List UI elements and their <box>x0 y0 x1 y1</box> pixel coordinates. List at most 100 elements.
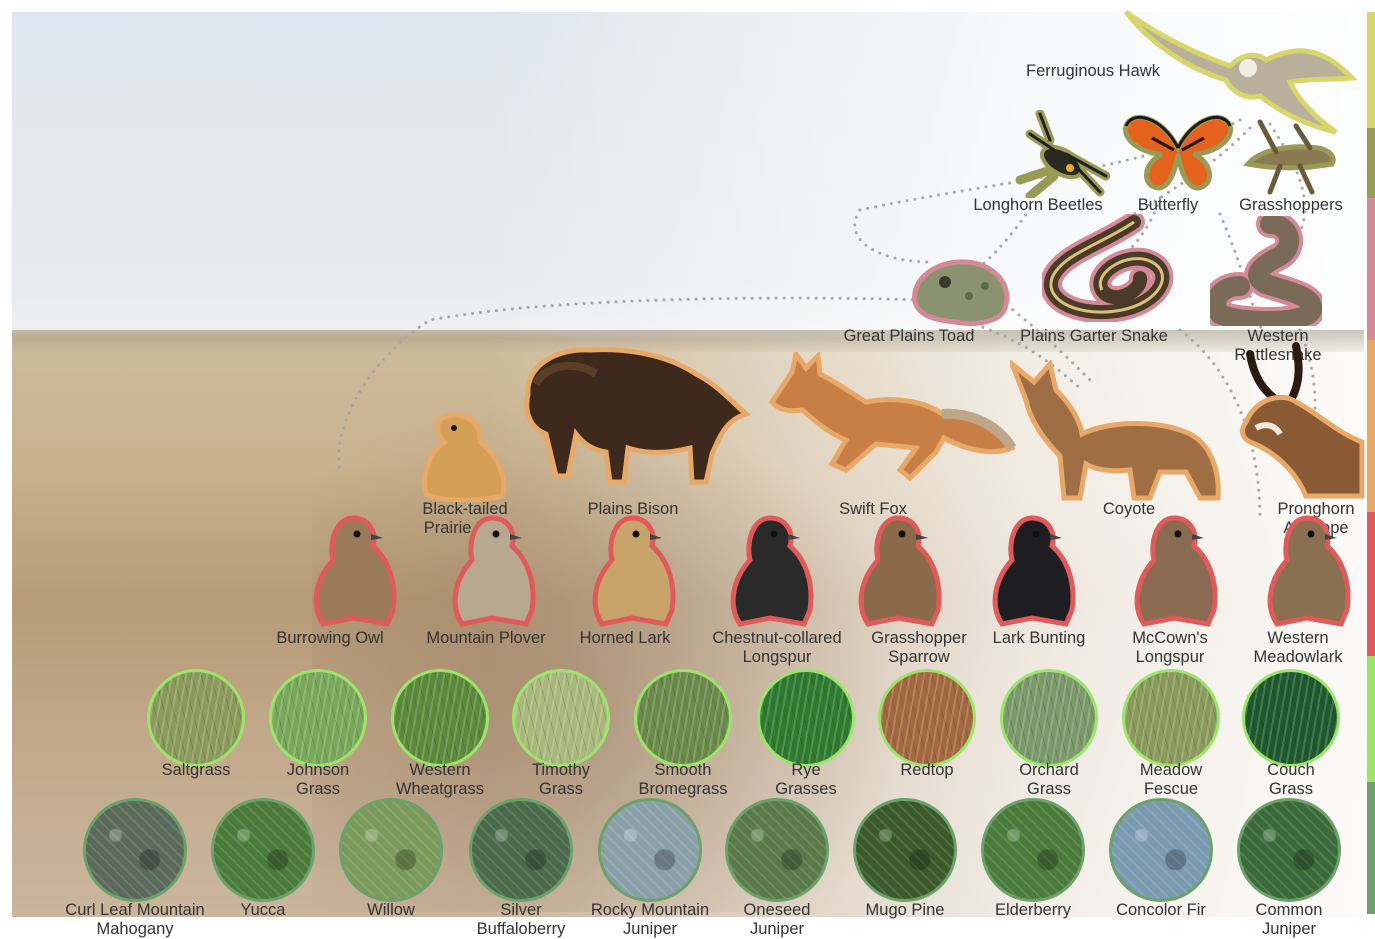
trophic-strip-segment <box>1367 128 1375 198</box>
oneseed-juniper-photo <box>725 798 829 902</box>
label-common-juniper: Common Juniper <box>1256 901 1323 939</box>
rattlesnake-icon <box>1210 216 1322 326</box>
label-willow: Willow <box>367 901 415 920</box>
western-wheatgrass-photo <box>391 669 489 767</box>
silver-buffaloberry-photo <box>469 798 573 902</box>
label-lark-bunting: Lark Bunting <box>993 629 1086 648</box>
plant-texture <box>1003 672 1095 764</box>
grasshopper-icon <box>1240 118 1340 196</box>
label-burrowing-owl: Burrowing Owl <box>276 629 383 648</box>
plant-texture <box>984 801 1082 899</box>
label-elderberry: Elderberry <box>995 901 1071 920</box>
trophic-strip-segment <box>1367 782 1375 914</box>
label-concolor-fir: Concolor Fir <box>1116 901 1206 920</box>
label-couch-grass: Couch Grass <box>1267 761 1315 799</box>
label-smooth-bromegrass: Smooth Bromegrass <box>639 761 728 799</box>
meadowlark-icon <box>1257 510 1357 628</box>
plant-texture <box>637 672 729 764</box>
label-saltgrass: Saltgrass <box>162 761 231 780</box>
elderberry-photo <box>981 798 1085 902</box>
sparrow-icon <box>848 510 948 628</box>
johnson-grass-photo <box>269 669 367 767</box>
trophic-strip-segment <box>1367 340 1375 512</box>
label-timothy-grass: Timothy Grass <box>532 761 590 799</box>
plant-texture <box>472 801 570 899</box>
label-mugo-pine: Mugo Pine <box>866 901 945 920</box>
label-ferruginous-hawk: Ferruginous Hawk <box>1026 62 1160 81</box>
plant-texture <box>515 672 607 764</box>
beetle-icon <box>1010 110 1110 198</box>
plant-texture <box>856 801 954 899</box>
pronghorn-icon <box>1236 342 1366 500</box>
longspur-icon <box>720 510 820 628</box>
label-silver-buffaloberry: Silver Buffaloberry <box>477 901 566 939</box>
plant-texture <box>342 801 440 899</box>
label-yucca: Yucca <box>241 901 286 920</box>
plant-texture <box>601 801 699 899</box>
label-plains-garter-snake: Plains Garter Snake <box>1020 327 1168 346</box>
bison-icon <box>516 344 752 486</box>
label-oneseed-juniper: Oneseed Juniper <box>744 901 811 939</box>
rocky-mountain-juniper-photo <box>598 798 702 902</box>
butterfly-icon <box>1122 108 1234 192</box>
curl-leaf-mountain-mahogany-photo <box>83 798 187 902</box>
plant-texture <box>760 672 852 764</box>
plover-icon <box>442 510 542 628</box>
label-butterfly: Butterfly <box>1138 196 1199 215</box>
common-juniper-photo <box>1237 798 1341 902</box>
plant-texture <box>214 801 312 899</box>
label-johnson-grass: Johnson Grass <box>287 761 349 799</box>
rye-grasses-photo <box>757 669 855 767</box>
plant-texture <box>1125 672 1217 764</box>
label-mccowns-longspur: McCown's Longspur <box>1132 629 1208 667</box>
longspur-icon <box>1124 510 1224 628</box>
label-western-meadowlark: Western Meadowlark <box>1254 629 1343 667</box>
label-grasshoppers: Grasshoppers <box>1239 196 1343 215</box>
redtop-photo <box>878 669 976 767</box>
saltgrass-photo <box>147 669 245 767</box>
plant-texture <box>728 801 826 899</box>
label-orchard-grass: Orchard Grass <box>1019 761 1079 799</box>
timothy-grass-photo <box>512 669 610 767</box>
label-great-plains-toad: Great Plains Toad <box>844 327 975 346</box>
trophic-strip-segment <box>1367 198 1375 340</box>
label-longhorn-beetles: Longhorn Beetles <box>973 196 1102 215</box>
plant-texture <box>86 801 184 899</box>
coyote-icon <box>1010 360 1224 502</box>
willow-photo <box>339 798 443 902</box>
label-curl-leaf-mountain-mahogany: Curl Leaf Mountain Mahogany <box>65 901 204 939</box>
lark-icon <box>582 510 682 628</box>
label-western-wheatgrass: Western Wheatgrass <box>396 761 484 799</box>
owl-icon <box>303 510 403 628</box>
label-meadow-fescue: Meadow Fescue <box>1140 761 1202 799</box>
meadow-fescue-photo <box>1122 669 1220 767</box>
trophic-strip-segment <box>1367 512 1375 656</box>
prairie-dog-icon <box>418 410 512 502</box>
plant-texture <box>394 672 486 764</box>
label-horned-lark: Horned Lark <box>580 629 671 648</box>
plant-texture <box>272 672 364 764</box>
plant-texture <box>1240 801 1338 899</box>
label-rye-grasses: Rye Grasses <box>775 761 836 799</box>
snake-icon <box>1042 214 1178 322</box>
plant-texture <box>881 672 973 764</box>
yucca-photo <box>211 798 315 902</box>
couch-grass-photo <box>1242 669 1340 767</box>
label-rocky-mountain-juniper: Rocky Mountain Juniper <box>591 901 709 939</box>
toad-icon <box>905 256 1015 328</box>
plant-texture <box>1245 672 1337 764</box>
trophic-strip-segment <box>1367 656 1375 782</box>
trophic-strip-segment <box>1367 12 1375 128</box>
label-grasshopper-sparrow: Grasshopper Sparrow <box>871 629 966 667</box>
smooth-bromegrass-photo <box>634 669 732 767</box>
fox-icon <box>766 352 1016 482</box>
plant-texture <box>150 672 242 764</box>
label-mountain-plover: Mountain Plover <box>426 629 545 648</box>
bunting-icon <box>982 510 1082 628</box>
mugo-pine-photo <box>853 798 957 902</box>
plant-texture <box>1112 801 1210 899</box>
label-redtop: Redtop <box>900 761 953 780</box>
label-chestnut-collared-longspur: Chestnut-collared Longspur <box>712 629 841 667</box>
orchard-grass-photo <box>1000 669 1098 767</box>
